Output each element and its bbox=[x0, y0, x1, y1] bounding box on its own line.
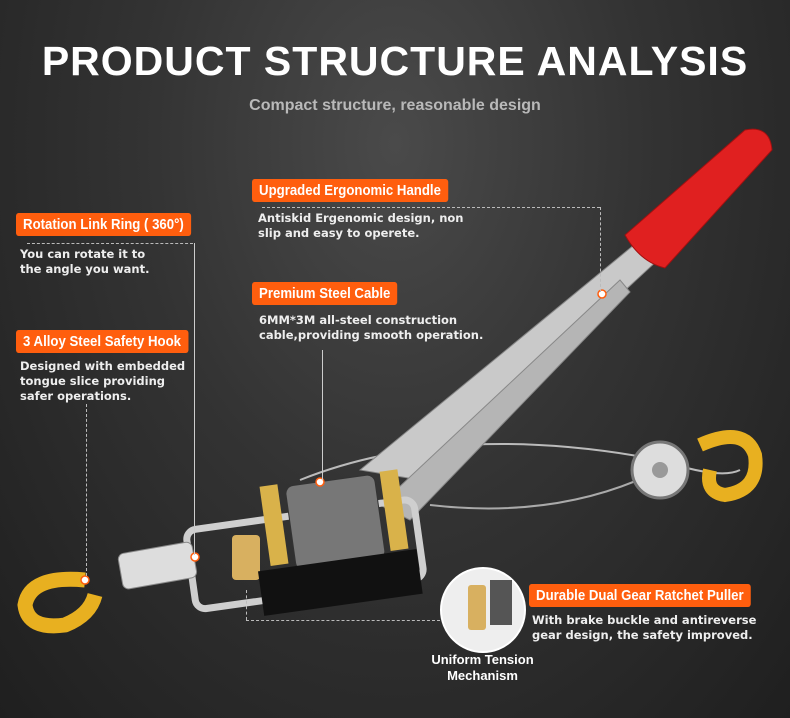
divider bbox=[27, 243, 193, 244]
right-hook bbox=[697, 430, 763, 503]
feature-label-ergonomic-handle: Upgraded Ergonomic Handle bbox=[252, 179, 448, 202]
feature-label-rotation-link: Rotation Link Ring ( 360°) bbox=[16, 213, 191, 236]
caption-line-2: Mechanism bbox=[447, 668, 518, 683]
leader-line bbox=[246, 590, 247, 620]
page-title: PRODUCT STRUCTURE ANALYSIS bbox=[41, 38, 749, 84]
feature-label-steel-cable: Premium Steel Cable bbox=[252, 282, 398, 305]
rotation-link bbox=[117, 541, 198, 590]
leader-line bbox=[246, 620, 440, 621]
feature-desc-ergonomic-handle: Antiskid Ergenomic design, non slip and … bbox=[258, 211, 464, 240]
red-grip-handle bbox=[624, 128, 773, 269]
feature-desc-ratchet-puller: With brake buckle and antireverse gear d… bbox=[532, 613, 757, 642]
feature-desc-safety-hook: Designed with embedded tongue slice prov… bbox=[20, 359, 186, 403]
feature-desc-steel-cable: 6MM*3M all-steel construction cable,prov… bbox=[259, 313, 484, 342]
detail-circle-caption: Uniform Tension Mechanism bbox=[420, 652, 545, 684]
leader-line bbox=[322, 350, 323, 480]
feature-label-ratchet-puller: Durable Dual Gear Ratchet Puller bbox=[529, 584, 751, 607]
caption-line-1: Uniform Tension bbox=[431, 652, 534, 667]
left-hook bbox=[17, 571, 103, 634]
feature-label-safety-hook: 3 Alloy Steel Safety Hook bbox=[16, 330, 189, 353]
page-subtitle: Compact structure, reasonable design bbox=[249, 97, 541, 114]
divider bbox=[262, 207, 600, 208]
leader-line bbox=[86, 404, 87, 576]
leader-line bbox=[194, 243, 195, 555]
feature-desc-rotation-link: You can rotate it to the angle you want. bbox=[20, 247, 150, 276]
spring bbox=[232, 535, 260, 580]
leader-line bbox=[600, 207, 601, 292]
